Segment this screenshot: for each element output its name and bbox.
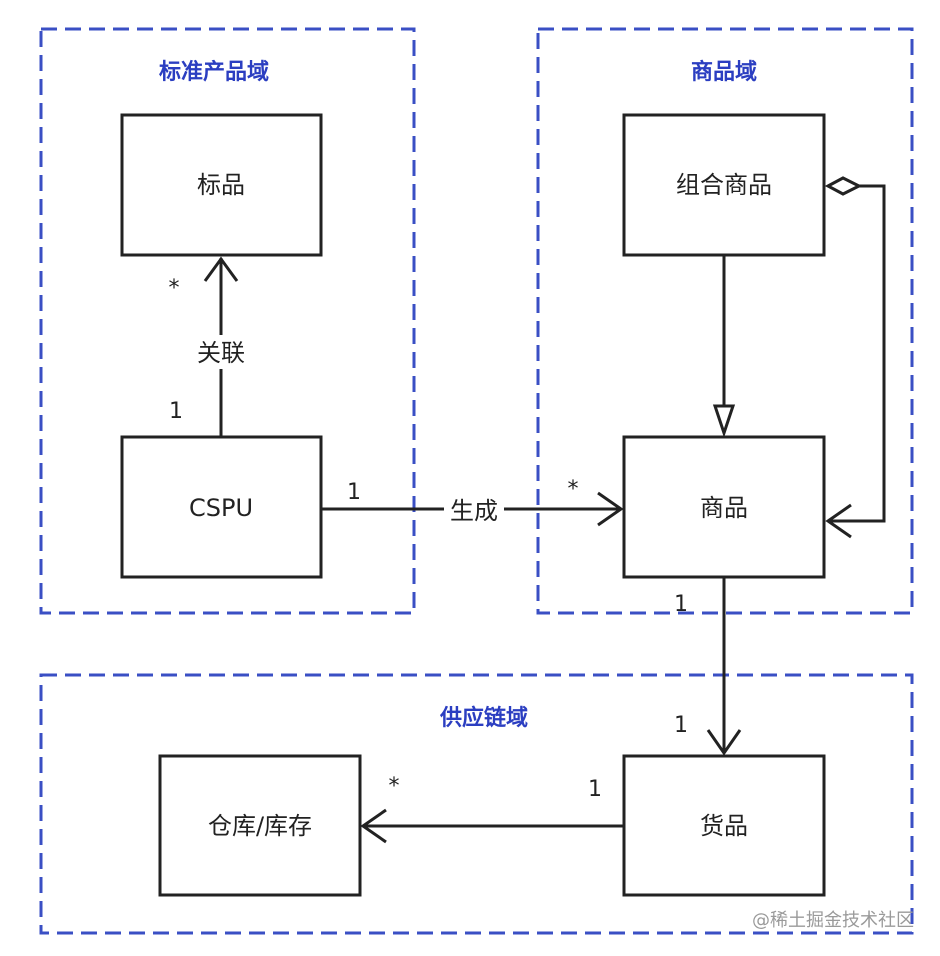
- cspu-standard-target-multiplicity: *: [169, 276, 180, 301]
- cspu-to-standard-item-connector: 关联 * 1: [169, 256, 250, 437]
- standard-product-domain-title: 标准产品域: [159, 59, 269, 85]
- relation-label-background: [192, 335, 250, 369]
- combo-goods-aggregation: [824, 176, 886, 539]
- hollow-triangle-icon: [712, 404, 736, 438]
- combo-to-goods-generalization: [712, 256, 736, 438]
- standard-item-label: 标品: [197, 171, 245, 199]
- supply-chain-domain-border: [39, 673, 914, 935]
- open-arrowhead-icon: [597, 491, 624, 527]
- relation-label: 关联: [197, 339, 245, 367]
- cspu-to-goods-connector: 生成 1 *: [322, 477, 624, 527]
- stock-warehouse-target-multiplicity: *: [389, 774, 400, 799]
- open-arrowhead-icon: [203, 256, 239, 282]
- cspu-rect: [120, 435, 323, 579]
- stock-goods-box: 货品: [622, 754, 826, 897]
- standard-product-domain-border: [39, 27, 416, 615]
- supply-chain-domain-title: 供应链域: [439, 705, 528, 731]
- combo-goods-box: 组合商品: [622, 113, 826, 257]
- cspu-goods-target-multiplicity: *: [568, 477, 579, 502]
- cspu-standard-source-multiplicity: 1: [169, 399, 183, 424]
- goods-to-stock-goods-connector: 1 1: [674, 578, 742, 756]
- stock-warehouse-source-multiplicity: 1: [588, 777, 602, 802]
- stock-goods-to-warehouse-connector: 1 *: [360, 774, 623, 844]
- watermark: @稀土掘金技术社区: [752, 910, 914, 931]
- generate-label-background: [444, 494, 504, 526]
- generate-label: 生成: [450, 497, 498, 525]
- open-arrowhead-icon: [706, 729, 742, 756]
- warehouse-label: 仓库/库存: [208, 812, 312, 840]
- standard-item-box: 标品: [120, 113, 323, 257]
- open-arrowhead-icon: [825, 503, 852, 539]
- open-arrowhead-icon: [360, 808, 387, 844]
- stock-goods-rect: [622, 754, 826, 897]
- cspu-label: CSPU: [189, 494, 253, 522]
- stock-goods-label: 货品: [700, 812, 748, 840]
- standard-product-domain: 标准产品域: [39, 27, 416, 615]
- goods-stock-source-multiplicity: 1: [674, 592, 688, 617]
- combo-goods-label: 组合商品: [676, 171, 772, 199]
- combo-goods-rect: [622, 113, 826, 257]
- cspu-goods-source-multiplicity: 1: [347, 480, 361, 505]
- warehouse-box: 仓库/库存: [158, 754, 362, 897]
- cspu-box: CSPU: [120, 435, 323, 579]
- aggregation-line: [828, 184, 886, 523]
- goods-domain-border: [536, 27, 914, 615]
- hollow-diamond-icon: [824, 176, 863, 196]
- goods-domain-title: 商品域: [691, 59, 757, 85]
- goods-domain: 商品域: [536, 27, 914, 615]
- supply-chain-domain: 供应链域: [39, 673, 914, 935]
- standard-item-rect: [120, 113, 323, 257]
- warehouse-rect: [158, 754, 362, 897]
- goods-rect: [622, 435, 826, 579]
- goods-stock-target-multiplicity: 1: [674, 713, 688, 738]
- goods-label: 商品: [700, 494, 748, 522]
- goods-box: 商品: [622, 435, 826, 579]
